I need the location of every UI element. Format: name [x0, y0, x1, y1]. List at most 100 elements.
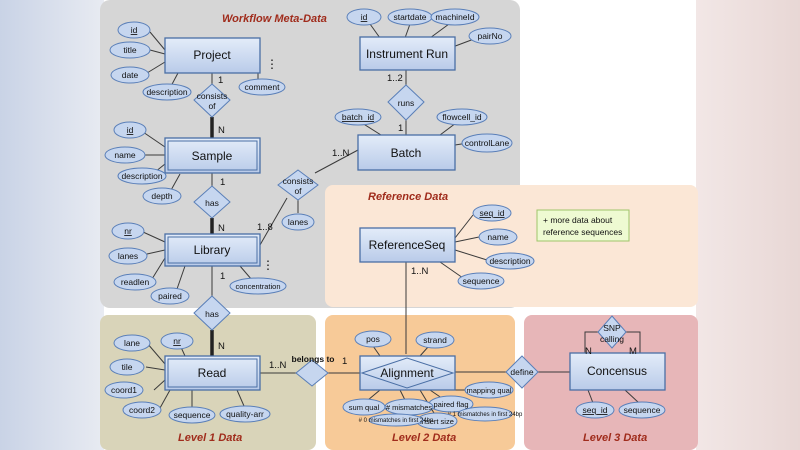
card-sample-has: 1 [220, 177, 225, 188]
rel-consists-of-2-label2: of [294, 186, 302, 196]
attr-library-readlen[interactable] [113, 273, 157, 291]
attr-alignment-mapping-qual[interactable] [464, 381, 514, 399]
attr-sample-id[interactable] [113, 121, 147, 139]
entity-alignment-label: Alignment [380, 366, 434, 380]
entity-read-border [167, 358, 258, 388]
card-read-belongs: 1..N [269, 360, 287, 371]
attr-library-nr[interactable] [111, 222, 145, 240]
attr-library-paired[interactable] [150, 287, 190, 305]
card-has-library: N [218, 223, 225, 234]
attr-refseq-description[interactable] [485, 252, 535, 270]
attr-project-comment[interactable] [238, 78, 286, 96]
attr-library-lanes[interactable] [108, 247, 148, 265]
attr-alignment-pos[interactable] [354, 330, 392, 348]
attr-batch-flowcell[interactable] [436, 108, 488, 126]
attr-instrument-id[interactable] [346, 8, 382, 26]
attr-read-nr-label: nr [173, 336, 181, 346]
attr-instrument-machineid[interactable] [430, 8, 480, 26]
entity-reference-seq-label: ReferenceSeq [369, 238, 446, 252]
entity-concensus[interactable] [569, 352, 666, 391]
entity-alignment-diamond [360, 357, 455, 389]
attr-project-title[interactable] [109, 41, 151, 59]
attr-library-nr-label: nr [124, 226, 132, 236]
entity-read[interactable] [164, 355, 261, 391]
attr-project-date-label: date [122, 70, 139, 80]
card-refseq-alignment: 1..N [411, 266, 429, 277]
attr-project-date[interactable] [110, 66, 150, 84]
attr-alignment-strand-label: strand [423, 335, 447, 345]
attr-refseq-id[interactable] [472, 204, 512, 222]
entity-library[interactable] [164, 233, 261, 267]
rel-consists-of-2[interactable] [277, 169, 319, 201]
region-title-workflow: Workflow Meta-Data [222, 13, 327, 25]
attr-refseq-description-label: description [489, 256, 530, 266]
rel-consists-of-1[interactable] [193, 83, 231, 118]
card-snp-right: M [629, 346, 637, 357]
attr-read-quality-label: quality-arr [226, 409, 264, 419]
entity-batch[interactable] [357, 134, 456, 171]
attr-sample-description[interactable] [117, 167, 167, 185]
attr-read-coord1[interactable] [104, 381, 144, 399]
attr-concensus-seqid[interactable] [575, 401, 615, 419]
entity-sample[interactable] [164, 137, 261, 174]
attr-alignment-0-mismatches[interactable] [368, 413, 424, 427]
rel-define-label: define [510, 367, 533, 377]
note-line-2: reference sequences [543, 227, 622, 237]
rel-has-2[interactable] [193, 295, 231, 331]
attr-project-description[interactable] [142, 83, 192, 101]
attr-batch-controllane[interactable] [461, 133, 513, 153]
rel-has-1[interactable] [193, 185, 231, 219]
attr-alignment-sum-qual-label: sum qual [349, 403, 380, 412]
rel-runs-label: runs [398, 98, 415, 108]
rel-runs[interactable] [387, 84, 425, 121]
card-instrument-runs: 1..2 [387, 73, 403, 84]
attr-alignment-1-mismatches[interactable] [457, 406, 513, 422]
attr-sample-depth-label: depth [151, 191, 173, 201]
rel-belongs-to[interactable] [295, 359, 329, 387]
attr-instrument-startdate-label: startdate [393, 12, 426, 22]
note-line-1: + more data about [543, 215, 613, 225]
attr-alignment-0-mismatches-label: # 0 mismatches in first 24bp [359, 418, 434, 424]
attr-read-quality[interactable] [219, 405, 271, 423]
entity-reference-seq[interactable] [359, 227, 456, 263]
attr-project-id-label: id [131, 25, 138, 35]
rel-snp-calling[interactable] [597, 315, 627, 349]
rel-define[interactable] [505, 355, 539, 389]
region-title-level1: Level 1 Data [178, 432, 242, 444]
link-consists-library [259, 197, 288, 246]
attr-alignment-insert-size-label: insert size [420, 417, 454, 426]
card-snp-left: N [585, 346, 592, 357]
entity-sample-border [167, 140, 258, 171]
attr-read-sequence[interactable] [168, 406, 216, 424]
entity-alignment[interactable] [359, 355, 456, 391]
attr-alignment-sum-qual[interactable] [342, 398, 386, 416]
rel-has-2-label: has [205, 309, 219, 319]
region-title-level3: Level 3 Data [583, 432, 647, 444]
attr-refseq-name[interactable] [478, 228, 518, 246]
attr-batch-lanes[interactable] [281, 213, 315, 231]
attr-alignment-1-mismatches-label: # 1 mismatches in first 24bp [448, 412, 523, 418]
card-project-consists: 1 [218, 75, 223, 86]
attr-project-id[interactable] [117, 21, 151, 39]
attr-batch-id[interactable] [334, 108, 382, 126]
entity-library-label: Library [194, 243, 231, 257]
attr-concensus-sequence[interactable] [618, 401, 666, 419]
attr-library-concentration[interactable] [229, 277, 287, 295]
attr-sample-name[interactable] [104, 146, 146, 164]
entity-project[interactable] [164, 37, 261, 74]
attr-project-title-label: title [123, 45, 137, 55]
attr-alignment-mapping-qual-label: mapping qual [466, 386, 511, 395]
attr-refseq-sequence[interactable] [457, 272, 505, 290]
attr-sample-depth[interactable] [142, 187, 182, 205]
entity-instrument-run[interactable] [359, 36, 456, 71]
attr-instrument-pairno[interactable] [468, 27, 512, 45]
attr-read-tile[interactable] [109, 358, 145, 376]
rel-belongs-to-label: belongs to [292, 354, 335, 364]
attr-read-lane[interactable] [113, 334, 151, 352]
attr-alignment-strand[interactable] [415, 331, 455, 349]
attr-read-nr[interactable] [160, 332, 194, 350]
attr-read-coord2[interactable] [122, 401, 162, 419]
entity-project-label: Project [193, 48, 231, 62]
attr-refseq-id-label: seq_id [479, 208, 504, 218]
